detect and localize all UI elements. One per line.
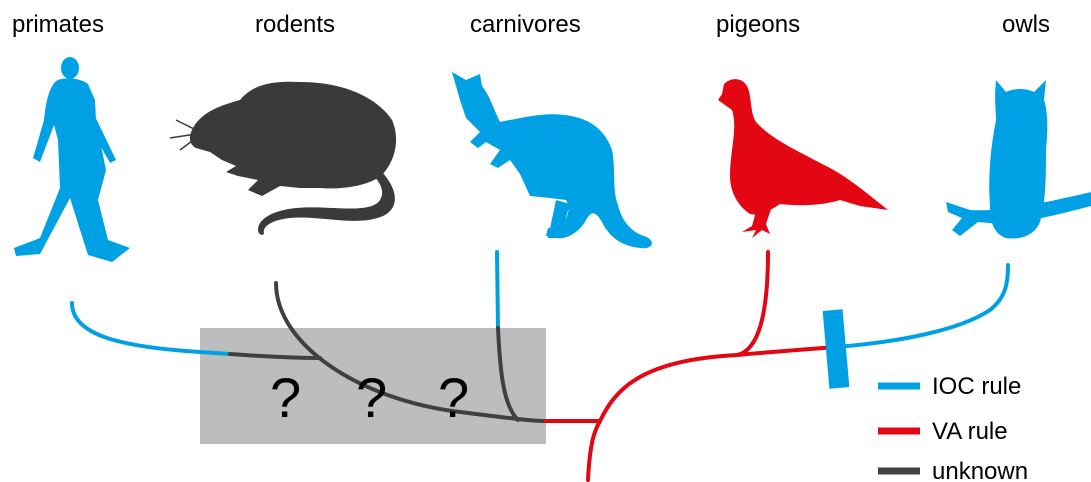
- branch-birds-red: [737, 347, 836, 355]
- branch-carnivores: [497, 252, 498, 328]
- question-mark-3: ?: [438, 366, 469, 429]
- branch-owls: [836, 265, 1008, 347]
- human-walking-icon: [14, 57, 130, 262]
- legend-label-unknown: unknown: [932, 458, 1028, 482]
- question-mark-1: ?: [270, 366, 301, 429]
- label-pigeons: pigeons: [716, 11, 800, 38]
- cat-icon: [452, 72, 652, 248]
- branch-root: [588, 355, 737, 480]
- transition-bar: [823, 309, 850, 388]
- label-primates: primates: [12, 11, 104, 38]
- branch-pigeons: [737, 252, 768, 355]
- label-rodents: rodents: [255, 11, 335, 38]
- legend-label-va: VA rule: [932, 418, 1008, 445]
- rat-icon: [170, 82, 396, 235]
- owl-icon: [946, 80, 1091, 238]
- question-mark-2: ?: [356, 366, 387, 429]
- legend: IOC rule VA rule unknown: [878, 373, 1028, 482]
- label-carnivores: carnivores: [470, 11, 581, 38]
- pigeon-icon: [718, 79, 888, 238]
- legend-label-ioc: IOC rule: [932, 373, 1021, 400]
- label-owls: owls: [1002, 11, 1050, 38]
